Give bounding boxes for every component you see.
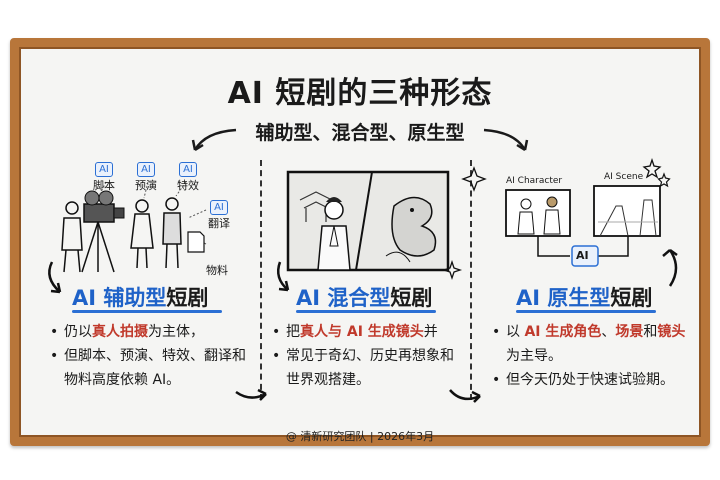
section-1-underline	[72, 310, 222, 313]
list-item: 但脚本、预演、特效、翻译和物料高度依赖 AI。	[50, 344, 250, 392]
section-2-underline	[296, 310, 436, 313]
page-subtitle: 辅助型、混合型、原生型	[255, 122, 465, 144]
column-divider-2	[470, 160, 472, 400]
section-3-underline	[516, 310, 656, 313]
column-divider-1	[260, 160, 262, 400]
list-item: 以 AI 生成角色、场景和镜头为主导。	[492, 320, 692, 368]
section-2-heading: AI 混合型短剧	[296, 286, 433, 310]
list-item: 仍以真人拍摄为主体，	[50, 320, 250, 344]
footer-credit: @ 清新研究团队 | 2026年3月	[285, 430, 435, 443]
list-item: 但今天仍处于快速试验期。	[492, 368, 692, 392]
list-item: 常见于奇幻、历史再想象和世界观搭建。	[272, 344, 462, 392]
section-3-heading: AI 原生型短剧	[516, 286, 653, 310]
ai-center-label: AI	[576, 249, 589, 262]
ai-scene-label: AI Scene	[604, 172, 644, 182]
section-2-bullets: 把真人与 AI 生成镜头并 常见于奇幻、历史再想象和世界观搭建。	[272, 320, 462, 392]
section-1-bullets: 仍以真人拍摄为主体， 但脚本、预演、特效、翻译和物料高度依赖 AI。	[50, 320, 250, 392]
ai-character-label: AI Character	[506, 176, 563, 186]
list-item: 把真人与 AI 生成镜头并	[272, 320, 462, 344]
ai-tag-materials: 物料	[206, 264, 228, 277]
page-title: AI 短剧的三种形态	[227, 76, 493, 111]
section-3-bullets: 以 AI 生成角色、场景和镜头为主导。 但今天仍处于快速试验期。	[492, 320, 692, 392]
section-1-heading: AI 辅助型短剧	[72, 286, 209, 310]
